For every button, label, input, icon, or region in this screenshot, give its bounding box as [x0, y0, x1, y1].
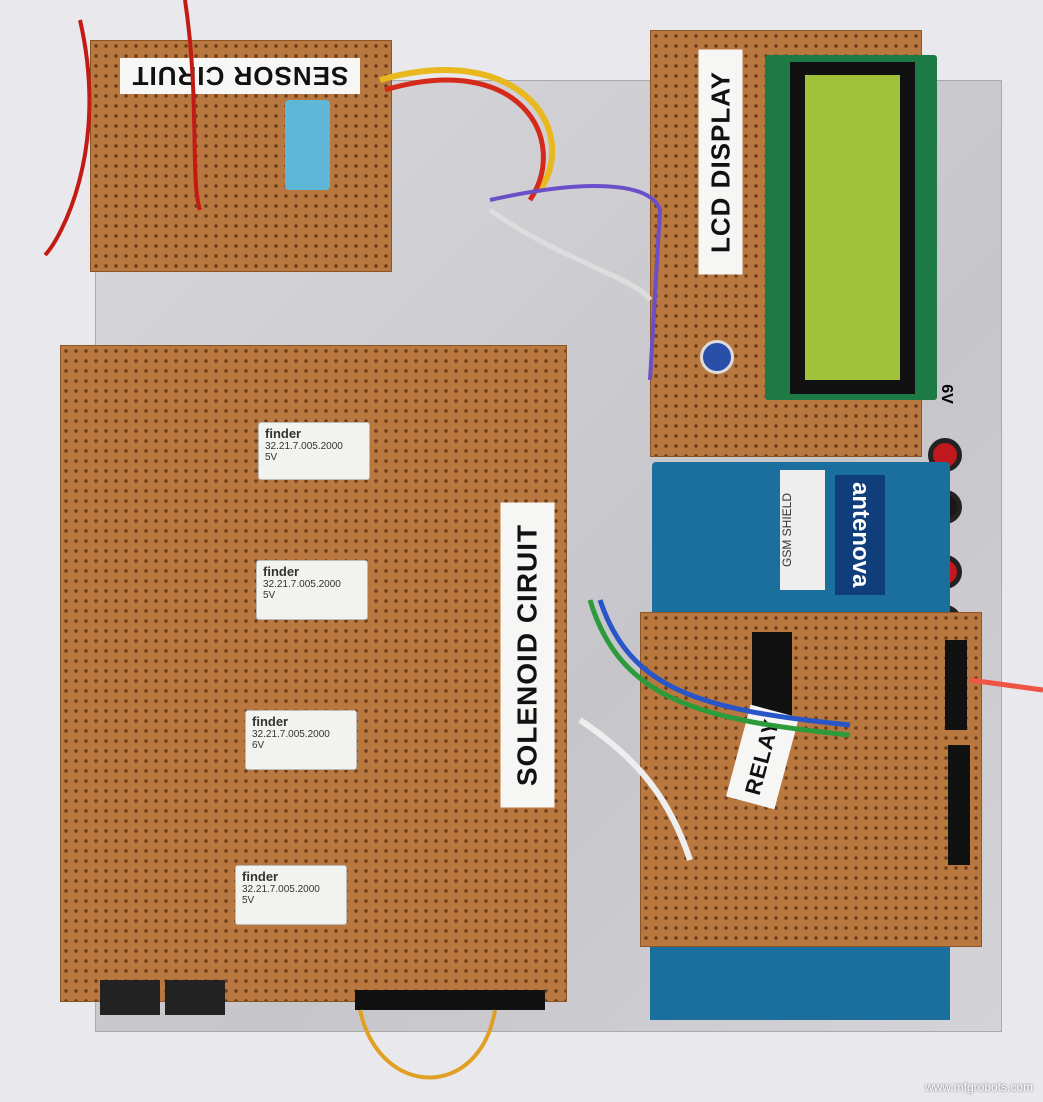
pin-header [355, 990, 545, 1010]
relay-model: 32.21.7.005.2000 [265, 441, 343, 452]
relay-rating: 5V [242, 895, 255, 906]
dht-sensor [285, 100, 330, 190]
terminal-block [165, 980, 225, 1015]
pin-header [945, 640, 967, 730]
pin-header [948, 745, 970, 865]
relay-brand: finder [252, 714, 289, 729]
relay-model: 32.21.7.005.2000 [263, 579, 341, 590]
relay-brand: finder [242, 869, 279, 884]
relay-rating: 6V [252, 740, 265, 751]
arduino-board [650, 935, 950, 1020]
potentiometer [700, 340, 734, 374]
relay-brand: finder [263, 564, 300, 579]
relay-model: 32.21.7.005.2000 [252, 729, 330, 740]
antenova-antenna: antenova [835, 475, 885, 595]
ic-chip [752, 632, 792, 717]
relay-brand: finder [265, 426, 302, 441]
lcd-screen [805, 75, 900, 380]
relay-board [640, 612, 982, 947]
relay-rating: 5V [265, 452, 278, 463]
watermark: www.mfgrobots.com [924, 1080, 1033, 1094]
relay-rating: 5V [263, 590, 276, 601]
relay-model: 32.21.7.005.2000 [242, 884, 320, 895]
terminal-block [100, 980, 160, 1015]
